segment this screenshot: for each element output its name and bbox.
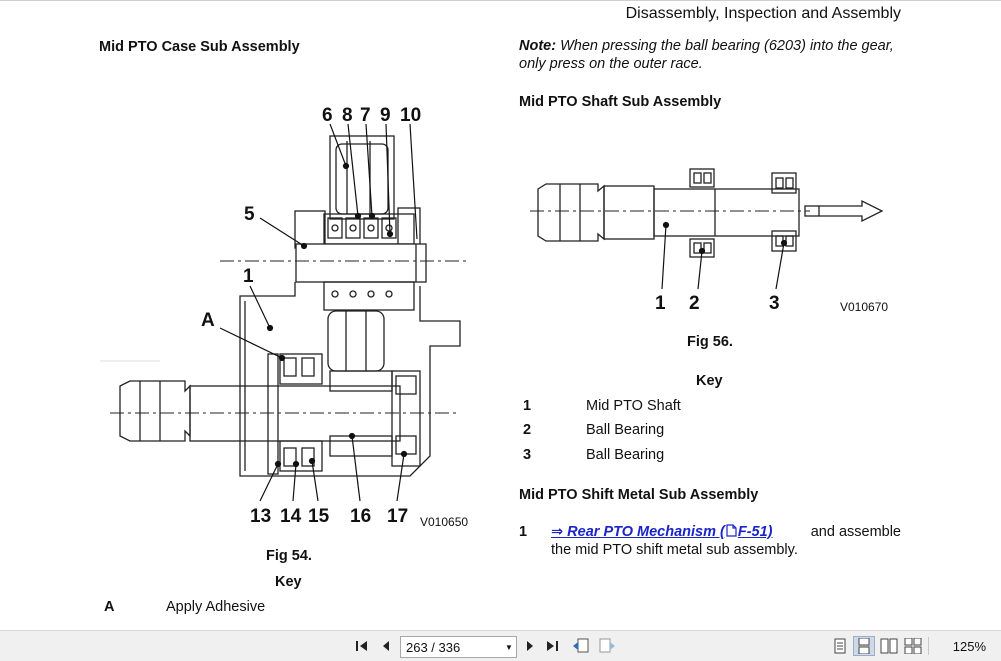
page-display: 263 / 336: [406, 639, 461, 655]
note-text: When pressing the ball bearing (6203) in…: [519, 38, 894, 72]
continuous-facing-icon: [904, 638, 922, 654]
right-key-label-2: Ball Bearing: [586, 422, 665, 438]
next-page-button[interactable]: [520, 636, 540, 656]
viewer-toolbar: 263 / 336 ▼ 125%: [0, 630, 1001, 661]
callout-10: 10: [400, 105, 421, 126]
chevron-down-icon: ▼: [505, 642, 513, 652]
callout-a: A: [201, 310, 215, 331]
callout-13: 13: [250, 506, 271, 527]
callout-8: 8: [342, 105, 353, 126]
right-key-id-2: 2: [523, 422, 532, 438]
left-key-label: Apply Adhesive: [166, 599, 266, 615]
left-key-id: A: [104, 599, 115, 615]
page-back-icon: [573, 638, 589, 653]
first-page-button[interactable]: [352, 636, 372, 656]
figure-56-caption: Fig 56.: [687, 334, 733, 350]
callout-2-bearing: 2: [689, 293, 700, 314]
right-key-label-3: Ball Bearing: [586, 447, 665, 463]
step-number: 1: [519, 524, 528, 540]
right-key-id-1: 1: [523, 398, 532, 414]
callout-3-bearing: 3: [769, 293, 780, 314]
rear-pto-ref-link[interactable]: F-51): [737, 524, 773, 540]
right-key-id-3: 3: [523, 447, 532, 463]
single-page-view-button[interactable]: [830, 636, 850, 656]
mid-pto-shaft-heading: Mid PTO Shaft Sub Assembly: [519, 94, 722, 110]
zoom-level[interactable]: 125%: [952, 638, 986, 654]
callout-9: 9: [380, 105, 391, 126]
previous-page-button[interactable]: [376, 636, 396, 656]
callout-14: 14: [280, 506, 302, 527]
continuous-page-icon: [858, 638, 870, 654]
callout-16: 16: [350, 506, 371, 527]
document-ref-icon: [726, 524, 737, 537]
mid-pto-shift-heading: Mid PTO Shift Metal Sub Assembly: [519, 487, 759, 503]
previous-page-icon: [383, 641, 389, 651]
page-number-select[interactable]: 263 / 336 ▼: [400, 636, 517, 658]
callout-17: 17: [387, 506, 408, 527]
single-page-icon: [834, 638, 846, 654]
first-page-icon: [356, 641, 367, 651]
figure-54-code: V010650: [420, 515, 468, 529]
note: Note: When pressing the ball bearing (62…: [519, 37, 909, 73]
page-header: Disassembly, Inspection and Assembly: [625, 5, 901, 22]
document-page: Disassembly, Inspection and Assembly Mid…: [0, 0, 1001, 615]
facing-view-button[interactable]: [879, 636, 899, 656]
callout-6: 6: [322, 105, 333, 126]
rear-pto-mechanism-link[interactable]: ⇒ Rear PTO Mechanism (: [551, 524, 725, 540]
figure-54-mid-pto-case: 6 8 7 9 10 5 1 A 13 14 15 16 17 V010650: [100, 105, 470, 529]
go-forward-view-button[interactable]: [596, 636, 618, 656]
page-forward-icon: [599, 638, 615, 653]
left-key-title: Key: [275, 574, 302, 590]
next-page-icon: [527, 641, 533, 651]
toolbar-separator: [928, 637, 929, 655]
note-label: Note:: [519, 38, 557, 54]
callout-5: 5: [244, 204, 255, 225]
mid-pto-case-heading: Mid PTO Case Sub Assembly: [99, 39, 300, 55]
last-page-button[interactable]: [542, 636, 562, 656]
facing-pages-icon: [880, 638, 898, 654]
right-key-title: Key: [696, 373, 723, 389]
callout-1-shaft: 1: [655, 293, 666, 314]
right-key-label-1: Mid PTO Shaft: [586, 398, 681, 414]
step-text-after: and assemble: [810, 524, 901, 540]
go-back-view-button[interactable]: [570, 636, 592, 656]
callout-15: 15: [308, 506, 330, 527]
step-text: ⇒ Rear PTO Mechanism ( F-51) and assemble…: [551, 523, 901, 559]
callout-7: 7: [360, 105, 371, 126]
continuous-facing-view-button[interactable]: [903, 636, 923, 656]
figure-56-mid-pto-shaft: 1 2 3 V010670: [530, 168, 888, 314]
figure-56-code: V010670: [840, 300, 888, 314]
step-text-line2: the mid PTO shift metal sub assembly.: [551, 542, 798, 558]
figure-54-caption: Fig 54.: [266, 548, 312, 564]
callout-1: 1: [243, 266, 254, 287]
last-page-icon: [547, 641, 558, 651]
continuous-view-button[interactable]: [853, 636, 875, 656]
